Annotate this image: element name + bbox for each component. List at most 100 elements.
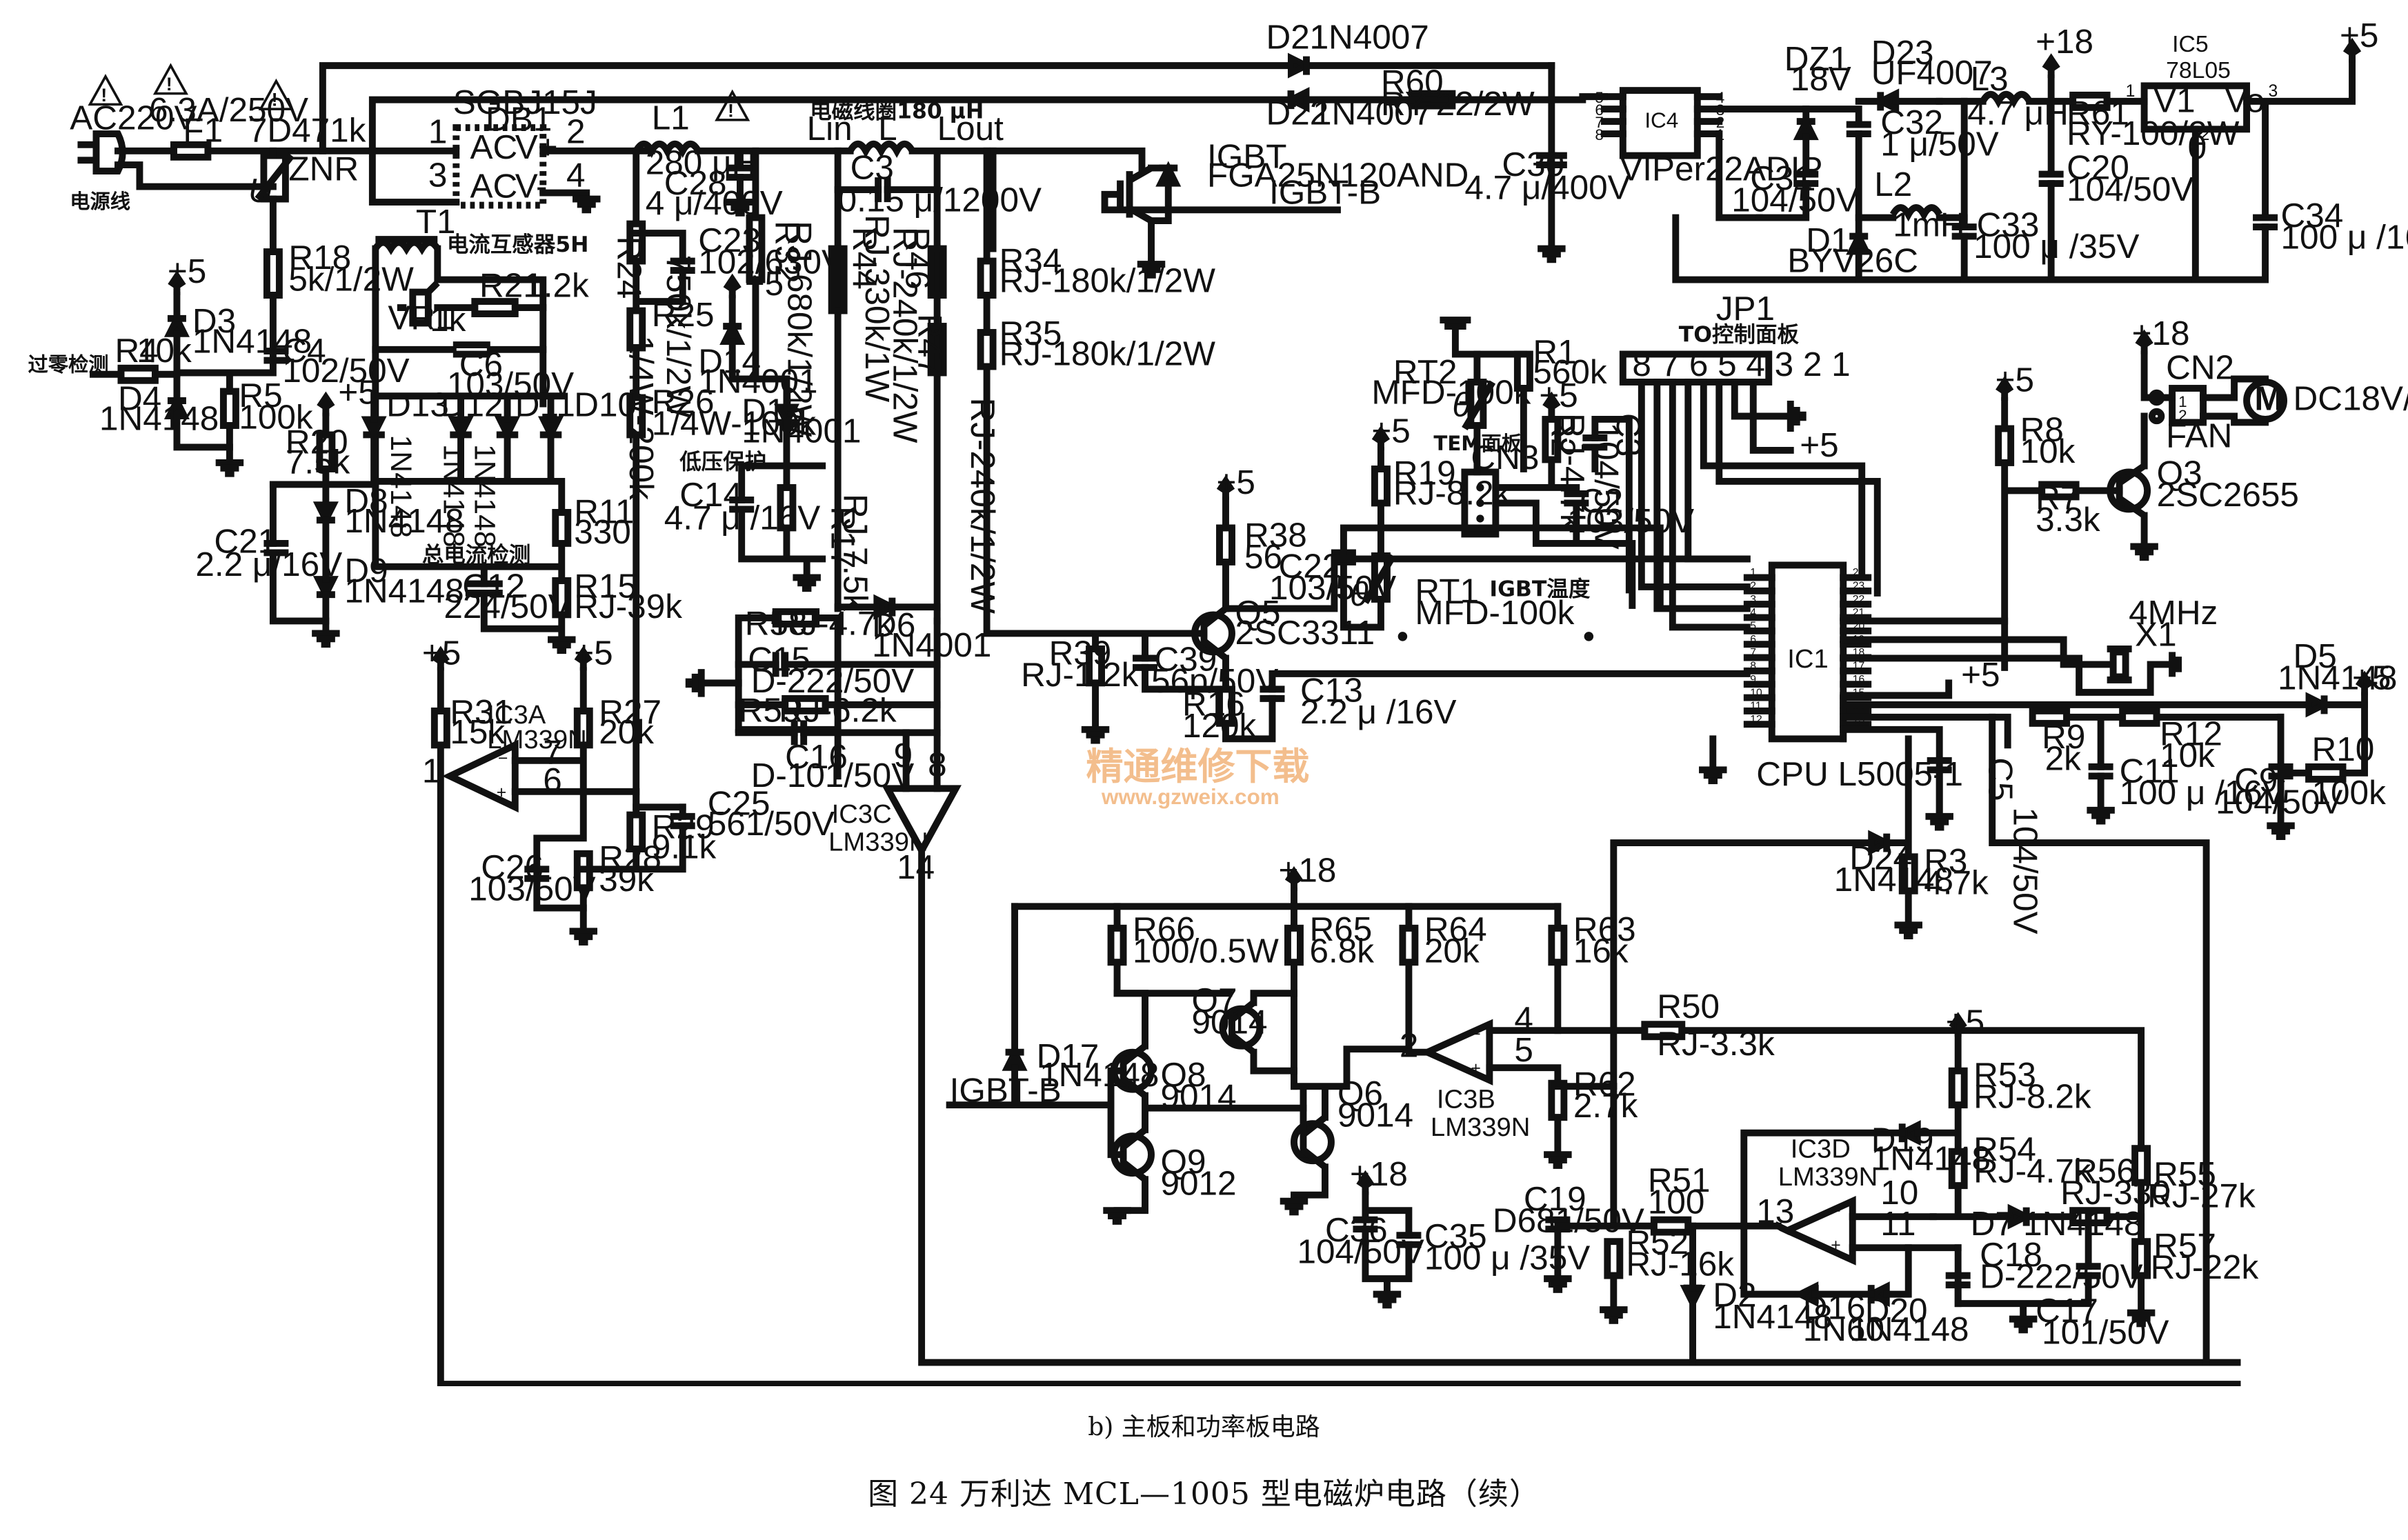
svg-text:18V: 18V	[1791, 60, 1851, 98]
svg-text:+5: +5	[2352, 659, 2391, 697]
svg-text:C3: C3	[850, 148, 894, 186]
igbt-driver: +18 R66 100/0.5W R65 6.8k R64 20k R63 16…	[946, 851, 2145, 1305]
current-transformer-t1: T1 电流互感器5H	[372, 203, 589, 501]
svg-text:+5: +5	[1216, 463, 1255, 501]
switching-power-supply: D21 1N4007 D22 1N4007 R60 RY-22/2W C30 4…	[1266, 17, 2408, 283]
svg-text:104/50V: 104/50V	[1297, 1233, 1424, 1271]
svg-text:RJ-22k: RJ-22k	[2151, 1248, 2259, 1286]
svg-text:IGBT-B: IGBT-B	[950, 1072, 1062, 1110]
svg-text:RJ-16k: RJ-16k	[1626, 1246, 1734, 1283]
svg-text:D6: D6	[872, 606, 915, 644]
svg-text:7: 7	[1595, 114, 1604, 131]
schematic-diagram: AC220V 电源线 ! ! ! 6.3A/250V F1 7D471k ZNR…	[28, 17, 2408, 1386]
svg-text:R64: R64	[1424, 910, 1487, 948]
varistor-label: 7D471k	[248, 111, 366, 149]
svg-text:1: 1	[2126, 82, 2136, 101]
low-voltage-protect: R32 RJ-680k/1/2W +5 D14 1N4001 D15 1N400…	[664, 147, 875, 612]
svg-text:2.7k: 2.7k	[1573, 1087, 1638, 1125]
svg-text:R2: R2	[1544, 413, 1582, 457]
svg-text:+5: +5	[168, 252, 206, 290]
svg-text:UF4007: UF4007	[1871, 54, 1993, 92]
svg-text:CN2: CN2	[2166, 349, 2234, 387]
svg-text:R53: R53	[1973, 1056, 2036, 1094]
svg-text:RJ-240k/1/2W: RJ-240k/1/2W	[886, 227, 924, 443]
filter-l1-c28: L1 280 μH ! C28 4 μ/400V	[633, 90, 842, 222]
svg-text:Q8: Q8	[1161, 1056, 1206, 1094]
svg-text:RJ-4.7k: RJ-4.7k	[1553, 413, 1591, 531]
svg-text:1N4148: 1N4148	[2278, 659, 2397, 697]
svg-text:9012: 9012	[1161, 1165, 1237, 1203]
svg-text:+5: +5	[574, 634, 613, 672]
svg-text:θ: θ	[1350, 575, 1369, 613]
svg-text:1N4007: 1N4007	[1309, 18, 1429, 56]
svg-text:Lin: Lin	[807, 110, 853, 148]
svg-text:FAN: FAN	[2166, 417, 2232, 454]
svg-text:IGBT: IGBT	[1207, 138, 1286, 176]
svg-text:C4: C4	[282, 332, 326, 370]
svg-text:R57: R57	[2153, 1227, 2216, 1265]
svg-text:9014: 9014	[1337, 1097, 1413, 1134]
comparator-ic3d: C19 D681/50V R51 100 R52 RJ-16k D2 1N414…	[1493, 1003, 2259, 1366]
svg-text:100: 100	[1648, 1183, 1705, 1221]
svg-text:4: 4	[1716, 89, 1725, 106]
svg-text:+5: +5	[1946, 1003, 1984, 1041]
svg-text:C26: C26	[481, 848, 544, 886]
svg-text:Q9: Q9	[1161, 1143, 1206, 1181]
svg-text:Q7: Q7	[1192, 981, 1237, 1019]
svg-text:100/0.5W: 100/0.5W	[1133, 932, 1279, 970]
svg-text:LM339N: LM339N	[487, 725, 586, 754]
svg-text:AC: AC	[470, 167, 518, 205]
svg-text:+: +	[497, 783, 506, 802]
svg-text:D21: D21	[1266, 18, 1329, 56]
svg-text:3: 3	[2269, 82, 2278, 101]
jp1-control-panel-connector: JP1 TO控制面板 8 7 6 5 4 3 2 1 +5	[1619, 290, 1881, 631]
svg-text:JP1: JP1	[1716, 290, 1775, 328]
svg-text:1N4148: 1N4148	[1849, 1310, 1969, 1348]
svg-text:RJ-8.2k: RJ-8.2k	[1973, 1078, 2091, 1116]
svg-text:D19: D19	[1871, 1121, 1934, 1159]
svg-text:1: 1	[2178, 393, 2187, 410]
svg-text:D17: D17	[1037, 1037, 1099, 1075]
svg-text:102/630V: 102/630V	[698, 243, 844, 281]
svg-text:θ: θ	[1452, 386, 1471, 423]
svg-text:R44: R44	[846, 227, 884, 290]
svg-text:L1: L1	[652, 99, 690, 137]
svg-text:+5: +5	[1371, 412, 1410, 450]
svg-text:IC4: IC4	[1644, 108, 1678, 132]
svg-text:R3: R3	[1924, 842, 1967, 880]
svg-text:D4: D4	[118, 379, 161, 417]
svg-text:+5: +5	[745, 265, 784, 303]
svg-text:C34: C34	[2281, 197, 2344, 234]
svg-text:R26: R26	[652, 383, 715, 421]
voltage-divider-r24: R24 750k/1/2W R25 1/4W-200k R26 1/4W-100…	[610, 147, 844, 811]
svg-text:R20: R20	[286, 423, 348, 461]
svg-text:C11: C11	[2120, 752, 2180, 790]
znr-label: ZNR	[288, 150, 359, 188]
svg-text:1N4148: 1N4148	[344, 502, 464, 540]
svg-text:750k/1/2W: 750k/1/2W	[659, 255, 697, 419]
svg-text:2: 2	[2200, 126, 2210, 144]
svg-text:R11: R11	[574, 493, 634, 531]
svg-text:R54: R54	[1973, 1130, 2036, 1168]
svg-text:C25: C25	[708, 785, 770, 823]
svg-text:R65: R65	[1309, 910, 1372, 948]
svg-text:R51: R51	[1648, 1161, 1711, 1199]
svg-text:IC3D: IC3D	[1791, 1134, 1851, 1164]
svg-text:2SC3311: 2SC3311	[1235, 614, 1375, 652]
svg-text:R62: R62	[1573, 1066, 1636, 1103]
svg-text:101/50V: 101/50V	[2042, 1314, 2169, 1352]
svg-text:56p/50V: 56p/50V	[1151, 662, 1278, 700]
svg-text:Q5: Q5	[1235, 594, 1280, 632]
svg-text:1N4148: 1N4148	[468, 444, 501, 548]
svg-text:R39: R39	[1049, 634, 1112, 672]
svg-text:D10: D10	[574, 386, 637, 423]
svg-text:D1: D1	[1806, 221, 1849, 259]
svg-text:R24: R24	[610, 237, 648, 299]
svg-text:+5: +5	[422, 634, 461, 672]
svg-text:+18: +18	[2036, 23, 2093, 61]
reference-network-r20: +5 R20 7.5k D8 1N4148 D9 1N4148 C21 2.2 …	[195, 373, 464, 644]
svg-text:V1: V1	[2153, 82, 2196, 120]
svg-text:BYV26C: BYV26C	[1787, 241, 1918, 279]
svg-text:2k: 2k	[2045, 739, 2082, 777]
svg-text:D13: D13	[386, 386, 449, 423]
